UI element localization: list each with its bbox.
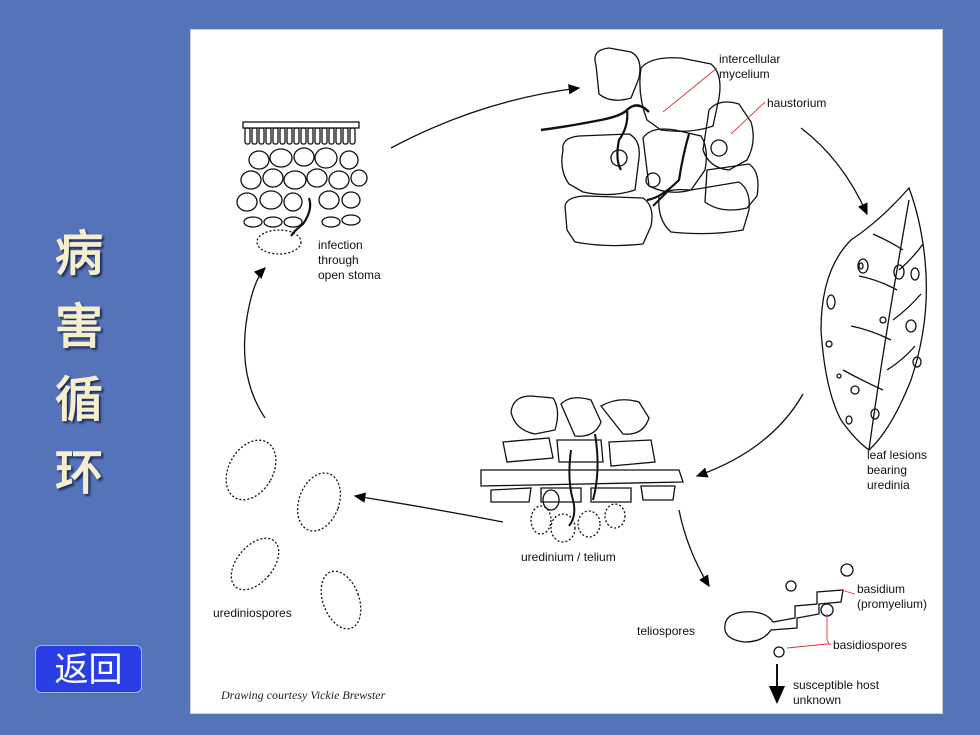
- infected-leaf-illustration: [820, 186, 928, 451]
- side-title-char-1: 病: [54, 226, 103, 282]
- label-basidiospores: basidiospores: [833, 638, 908, 652]
- arrow-to-leaf: [800, 127, 868, 216]
- arrow-to-infection: [243, 267, 266, 419]
- urediniospores-illustration: [225, 439, 362, 630]
- side-title-char-4: 环: [54, 445, 103, 501]
- uredinium-telium-illustration: [480, 395, 684, 543]
- leader-intercellular: [662, 67, 718, 113]
- label-infection: infection through open stoma: [318, 238, 381, 282]
- mycelium-haustorium-illustration: [540, 47, 759, 247]
- cycle-drawing: [225, 47, 928, 704]
- side-title-char-3: 循: [54, 372, 103, 428]
- label-uredinium-telium: uredinium / telium: [521, 550, 616, 564]
- leader-basidiospore-1: [826, 614, 830, 645]
- label-teliospores: teliospores: [637, 624, 696, 638]
- label-haustorium: haustorium: [767, 96, 827, 110]
- label-intercellular-mycelium: intercellular mycelium: [719, 52, 781, 81]
- leader-basidiospore-2: [786, 643, 831, 649]
- leader-haustorium: [730, 101, 766, 135]
- drawing-credit: Drawing courtesy Vickie Brewster: [221, 688, 386, 702]
- leader-basidium: [840, 589, 856, 595]
- label-basidium: basidium (promyelium): [857, 582, 928, 611]
- disease-cycle-figure: intercellular mycelium haustorium infect…: [190, 29, 943, 714]
- arrow-to-urediniospores: [353, 492, 504, 523]
- label-urediniospores: urediniospores: [213, 606, 292, 620]
- back-button[interactable]: 返回: [35, 645, 142, 693]
- label-susceptible-host: susceptible host unknown: [793, 678, 880, 707]
- arrow-to-mycelium: [390, 84, 581, 149]
- infection-stoma-illustration: [236, 121, 368, 255]
- basidium-illustration: [724, 563, 854, 658]
- side-title: 病 害 循 环: [44, 218, 114, 510]
- arrow-to-teliospores: [678, 509, 710, 588]
- side-title-char-2: 害: [54, 299, 103, 355]
- label-leaf-lesions: leaf lesions bearing uredinia: [867, 448, 928, 492]
- arrow-to-uredinium: [695, 393, 804, 478]
